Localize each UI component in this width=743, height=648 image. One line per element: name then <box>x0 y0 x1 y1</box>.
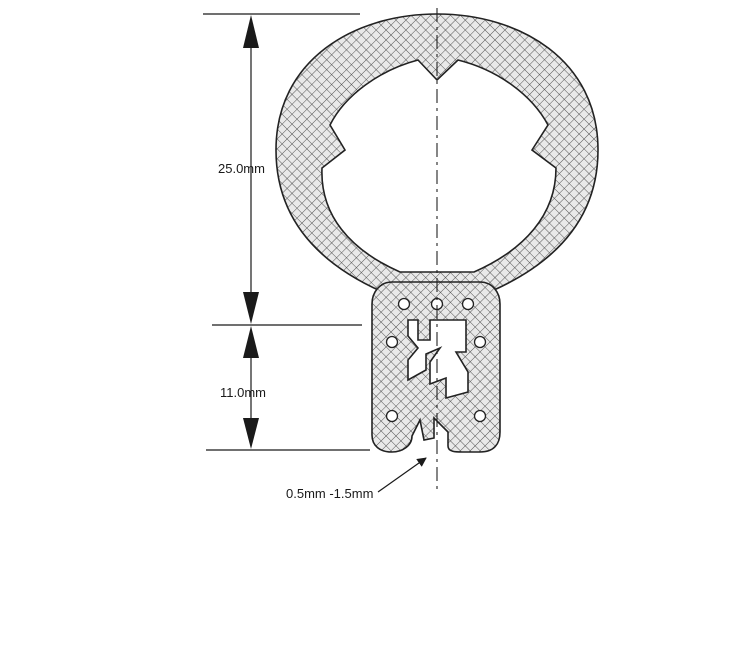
hole-1 <box>397 297 411 311</box>
hole-6 <box>385 409 399 423</box>
gap-range-label: 0.5mm -1.5mm <box>286 486 373 501</box>
hole-3 <box>461 297 475 311</box>
hole-4 <box>385 335 399 349</box>
lower-arrow-bottom <box>243 418 259 449</box>
gap-leader-line <box>377 457 427 493</box>
upper-height-label: 25.0mm <box>218 161 265 176</box>
hole-7 <box>473 409 487 423</box>
upper-arrow-top <box>243 15 259 48</box>
lower-height-label: 11.0mm <box>220 385 266 400</box>
upper-arrow-bottom <box>243 292 259 324</box>
clamp-profile <box>371 281 501 453</box>
hole-5 <box>473 335 487 349</box>
lower-arrow-top <box>243 326 259 358</box>
